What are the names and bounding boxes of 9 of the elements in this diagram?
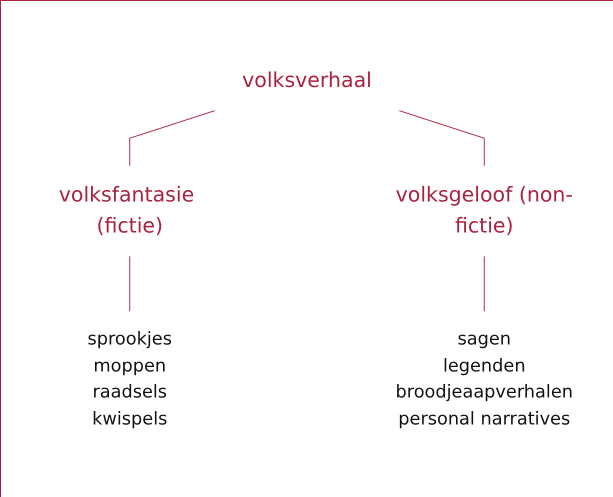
connector — [484, 256, 485, 312]
connector — [129, 256, 130, 312]
connector — [129, 110, 217, 167]
node-text: sagen legenden broodjeaapverhalen personal narratives — [396, 328, 573, 430]
node-text: volksverhaal — [242, 69, 372, 93]
node-text: sprookjes moppen raadsels kwispels — [88, 328, 172, 430]
node-text: volksfantasie (fictie) — [58, 184, 194, 238]
connector — [397, 110, 485, 167]
node-text: volksgeloof (non-fictie) — [396, 184, 573, 238]
